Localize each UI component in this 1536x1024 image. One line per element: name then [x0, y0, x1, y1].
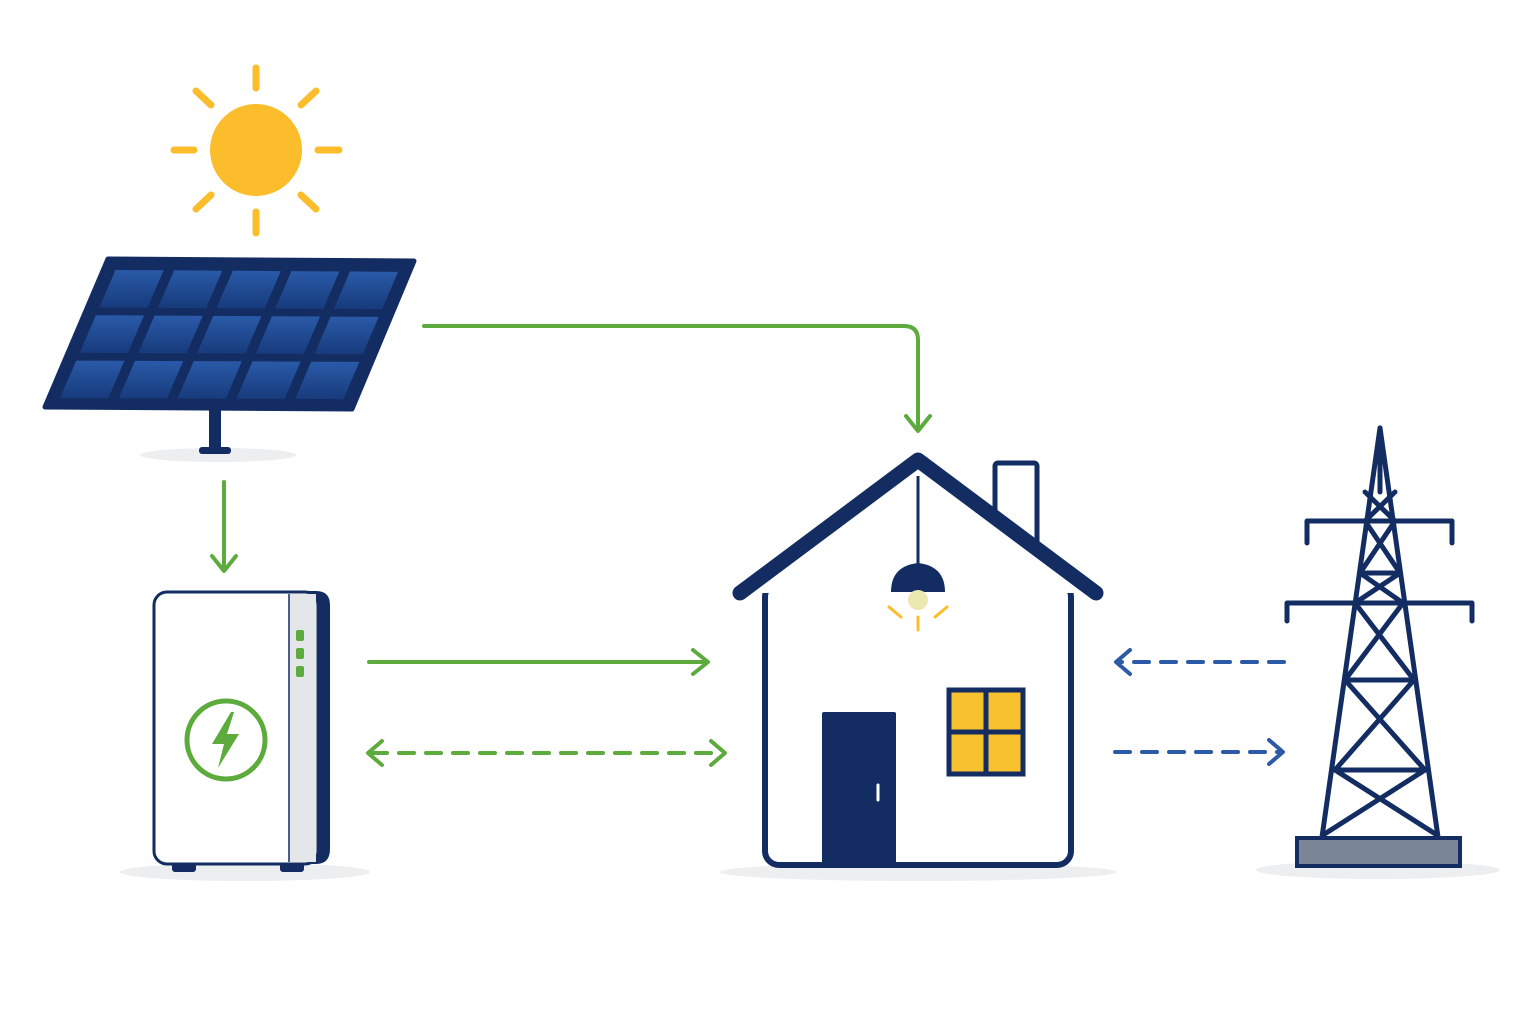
house-icon [732, 452, 1104, 868]
panel-cell [236, 361, 301, 399]
flow-arrows [210, 324, 1286, 767]
panel-cell [99, 270, 164, 308]
arrow-battery-to-house [367, 648, 710, 676]
panel-shadow [140, 448, 296, 462]
arrow-panel-to-house [422, 324, 932, 433]
panel-cell [60, 360, 125, 399]
lamp-shade [891, 563, 945, 592]
sun-icon [170, 64, 343, 237]
arrow-battery-house-two-way [366, 739, 727, 767]
sun-disc [210, 104, 302, 196]
panel-cell [138, 315, 203, 354]
panel-cell [197, 315, 262, 354]
ceiling-lamp-icon [887, 476, 949, 632]
panel-cell [79, 315, 144, 353]
panel-cell [275, 271, 340, 309]
lamp-bulb [908, 590, 928, 610]
panel-cells [60, 270, 399, 400]
panel-cell [314, 316, 379, 355]
battery-indicator-light [296, 630, 304, 641]
panel-cell [295, 361, 360, 400]
panel-cell [255, 316, 320, 354]
pylon-base [1295, 836, 1462, 868]
lamp-light-rays [887, 605, 949, 632]
battery-shadow [120, 863, 370, 881]
panel-cell [177, 361, 242, 399]
lightning-bolt-icon [212, 712, 239, 768]
solar-panel-icon [42, 256, 417, 454]
roof [732, 452, 1104, 601]
battery-indicator-light [296, 648, 304, 659]
sun-rays [170, 64, 343, 237]
panel-cell [334, 271, 399, 310]
battery-body [152, 590, 320, 866]
panel-cell [118, 360, 184, 399]
arrow-house-to-grid [1113, 738, 1285, 766]
pylon-frame [1284, 425, 1475, 840]
panel-stand-foot [199, 447, 231, 454]
battery-charge-ring [184, 698, 268, 782]
panel-cell [158, 270, 223, 309]
battery-indicator-lights [296, 630, 304, 677]
door [822, 712, 896, 865]
power-pylon-icon [1284, 425, 1475, 868]
panel-cell [216, 270, 281, 309]
panel-stand [209, 408, 221, 450]
arrow-grid-to-house [1114, 648, 1286, 676]
battery-icon [152, 590, 330, 872]
battery-indicator-light [296, 666, 304, 677]
arrow-panel-to-battery [210, 480, 238, 573]
